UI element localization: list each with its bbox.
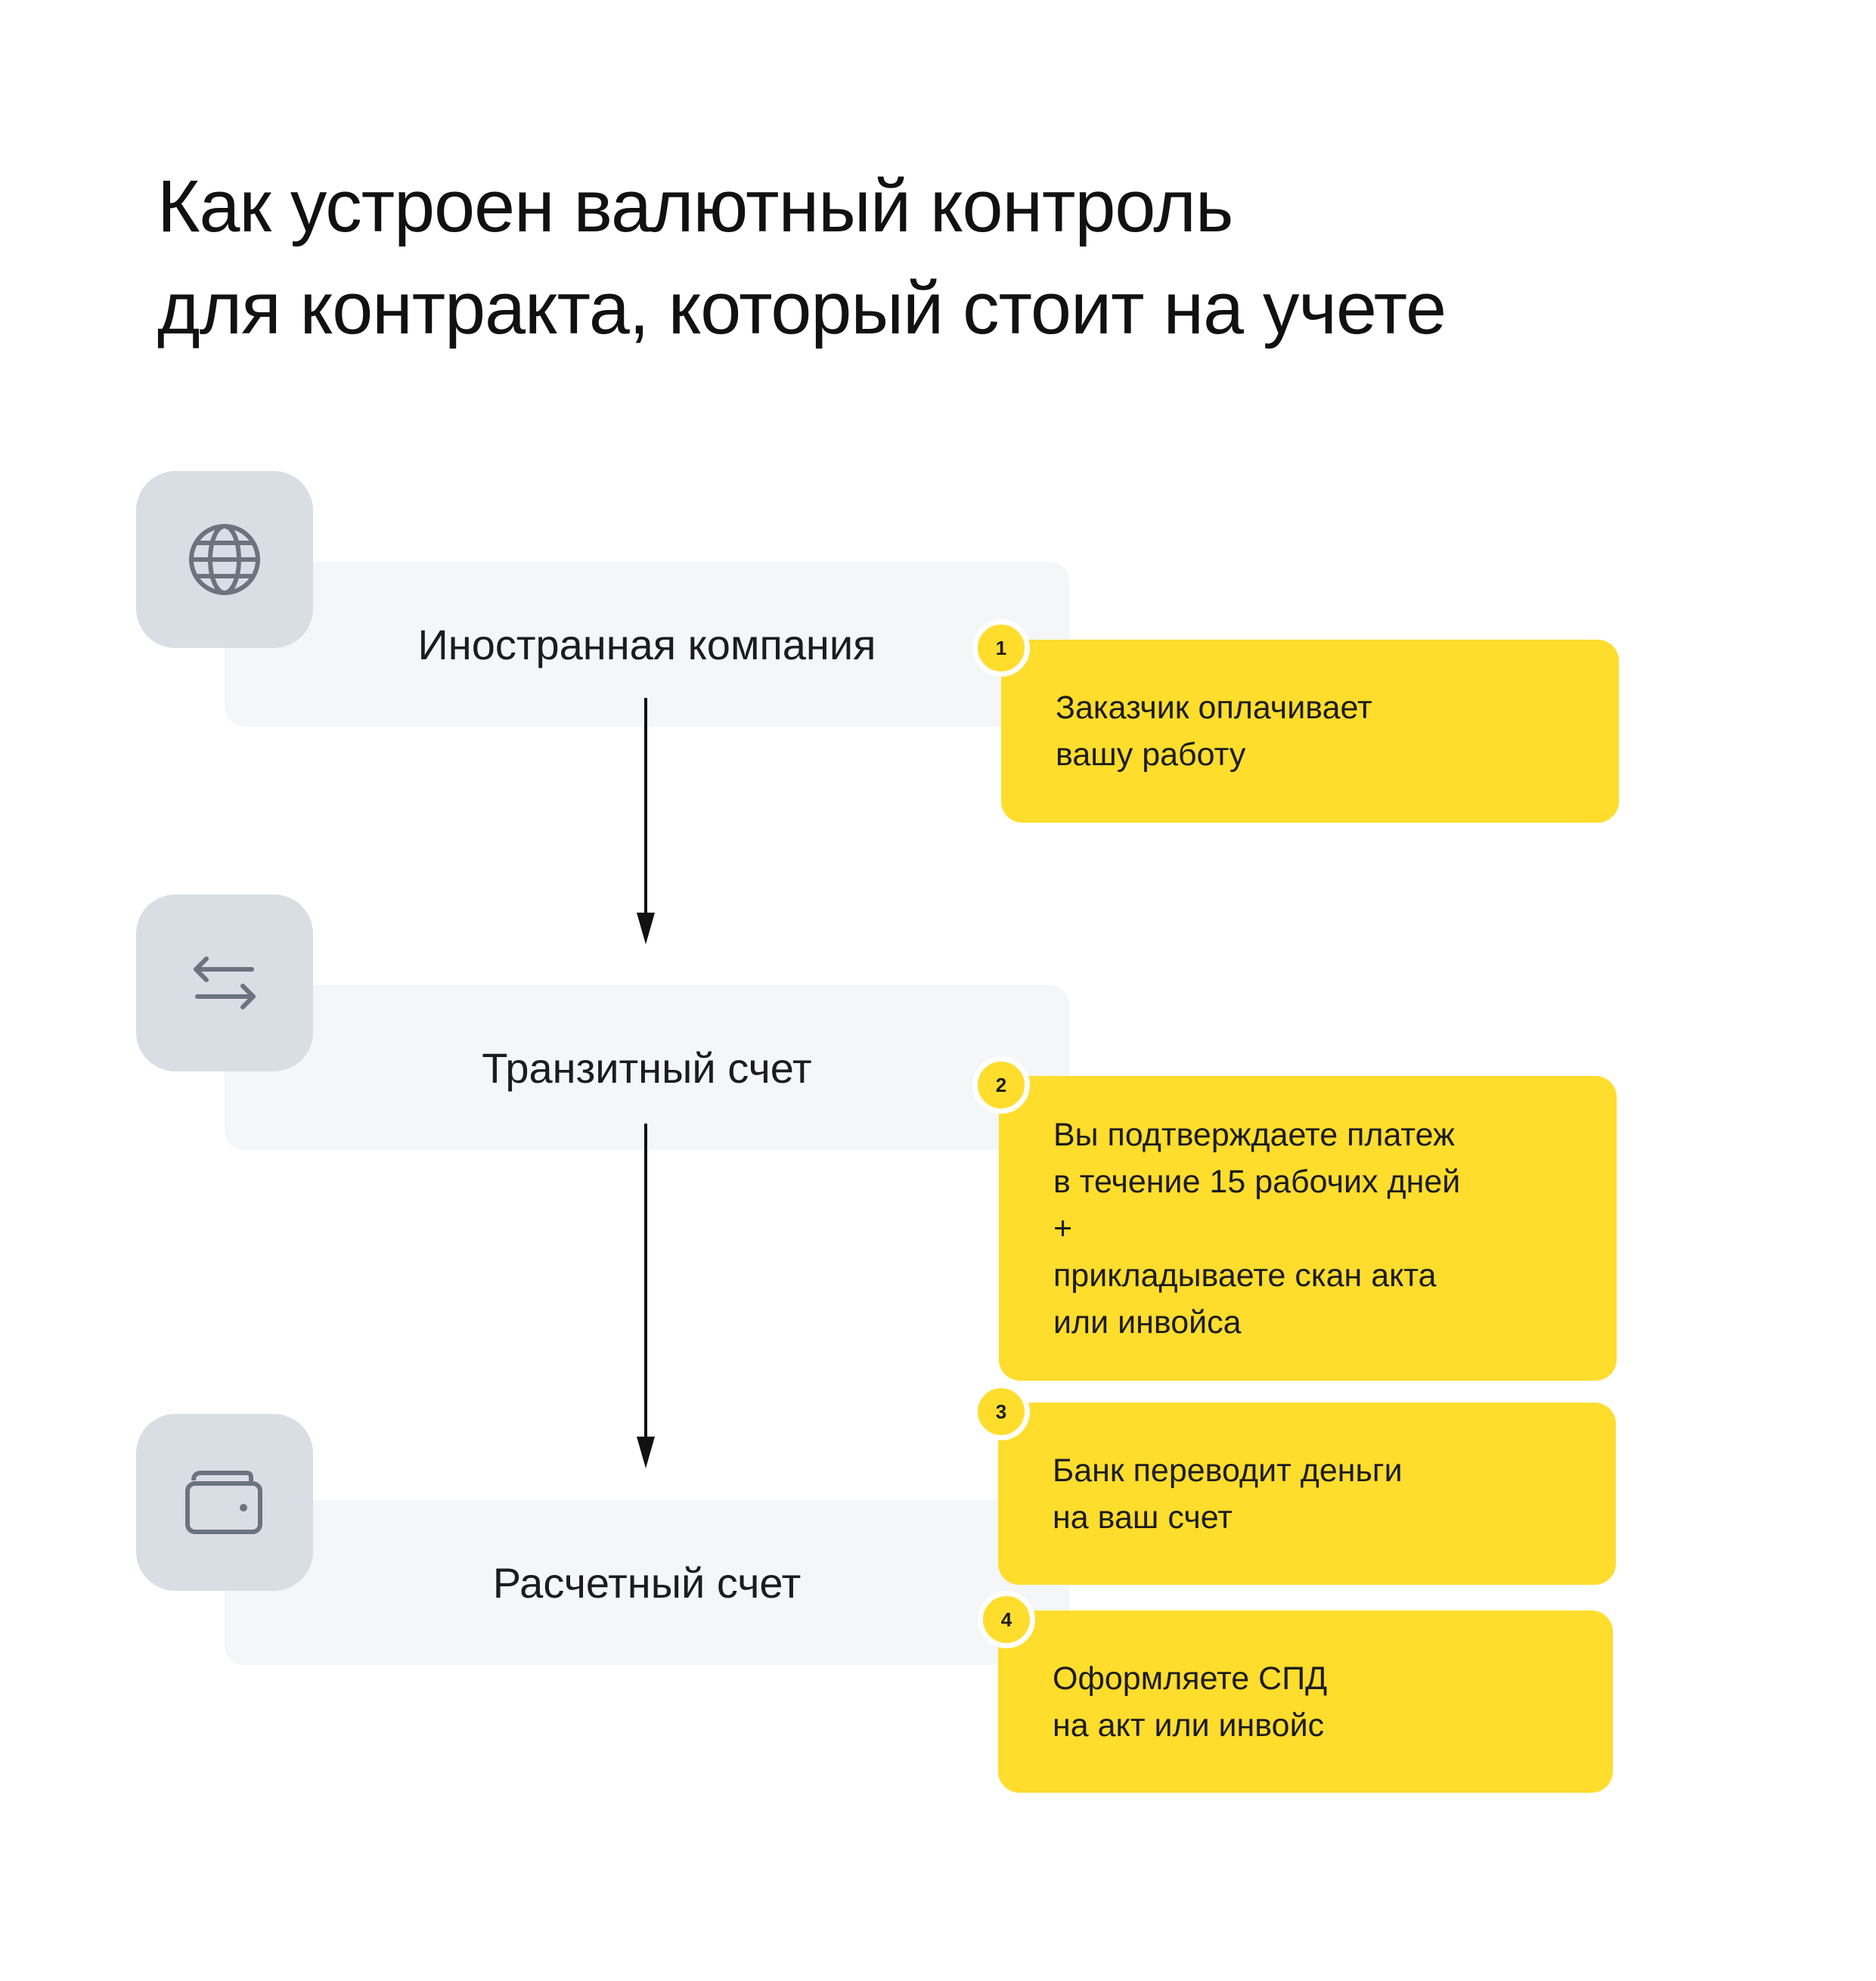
step-line: на ваш счет: [1053, 1499, 1233, 1536]
entity-transit-account: Транзитный счет: [225, 985, 1069, 1150]
step-line: +: [1053, 1210, 1073, 1247]
page-title-line-2: для контракта, который стоит на учете: [157, 267, 1447, 349]
flow-arrow-down: [637, 698, 655, 944]
entity-settlement-account: Расчетный счет: [225, 1500, 1069, 1665]
step-number-badge-1: 1: [972, 619, 1030, 677]
step-line: вашу работу: [1056, 736, 1246, 773]
step-card-3: Банк переводит деньги на ваш счет: [998, 1403, 1616, 1585]
transfer-arrows-icon: [194, 956, 256, 1009]
step-number-badge-3: 3: [972, 1383, 1030, 1440]
step-line: прикладываете скан акта: [1053, 1257, 1437, 1294]
entity-label: Расчетный счет: [492, 1558, 802, 1607]
entity-label: Транзитный счет: [482, 1043, 812, 1092]
step-line: на акт или инвойс: [1053, 1707, 1325, 1744]
step-text: Банк переводит деньги на ваш счет: [1053, 1447, 1403, 1541]
step-text: Вы подтверждаете платеж в течение 15 раб…: [1053, 1111, 1460, 1346]
transfer-icon-tile: [136, 894, 313, 1071]
globe-icon: [189, 524, 260, 595]
step-card-4: Оформляете СПД на акт или инвойс: [998, 1611, 1613, 1793]
step-card-2: Вы подтверждаете платеж в течение 15 раб…: [999, 1076, 1617, 1381]
step-line: или инвойса: [1053, 1304, 1242, 1341]
entity-label: Иностранная компания: [417, 620, 876, 668]
globe-icon-tile: [136, 471, 313, 648]
step-text: Заказчик оплачивает вашу работу: [1056, 684, 1372, 778]
page-title: Как устроен валютный контроль для контра…: [157, 155, 1447, 359]
step-card-1: Заказчик оплачивает вашу работу: [1001, 640, 1619, 823]
step-line: в течение 15 рабочих дней: [1053, 1163, 1461, 1200]
step-line: Банк переводит деньги: [1053, 1452, 1403, 1489]
step-line: Оформляете СПД: [1053, 1660, 1328, 1697]
step-number-badge-4: 4: [978, 1591, 1035, 1648]
wallet-icon-tile: [136, 1414, 313, 1591]
step-text: Оформляете СПД на акт или инвойс: [1053, 1655, 1327, 1749]
step-number-badge-2: 2: [972, 1056, 1030, 1114]
page-title-line-1: Как устроен валютный контроль: [157, 165, 1233, 247]
step-line: Заказчик оплачивает: [1056, 690, 1372, 726]
flow-arrow-down: [637, 1124, 655, 1468]
step-line: Вы подтверждаете платеж: [1053, 1116, 1455, 1153]
wallet-icon: [185, 1471, 262, 1534]
